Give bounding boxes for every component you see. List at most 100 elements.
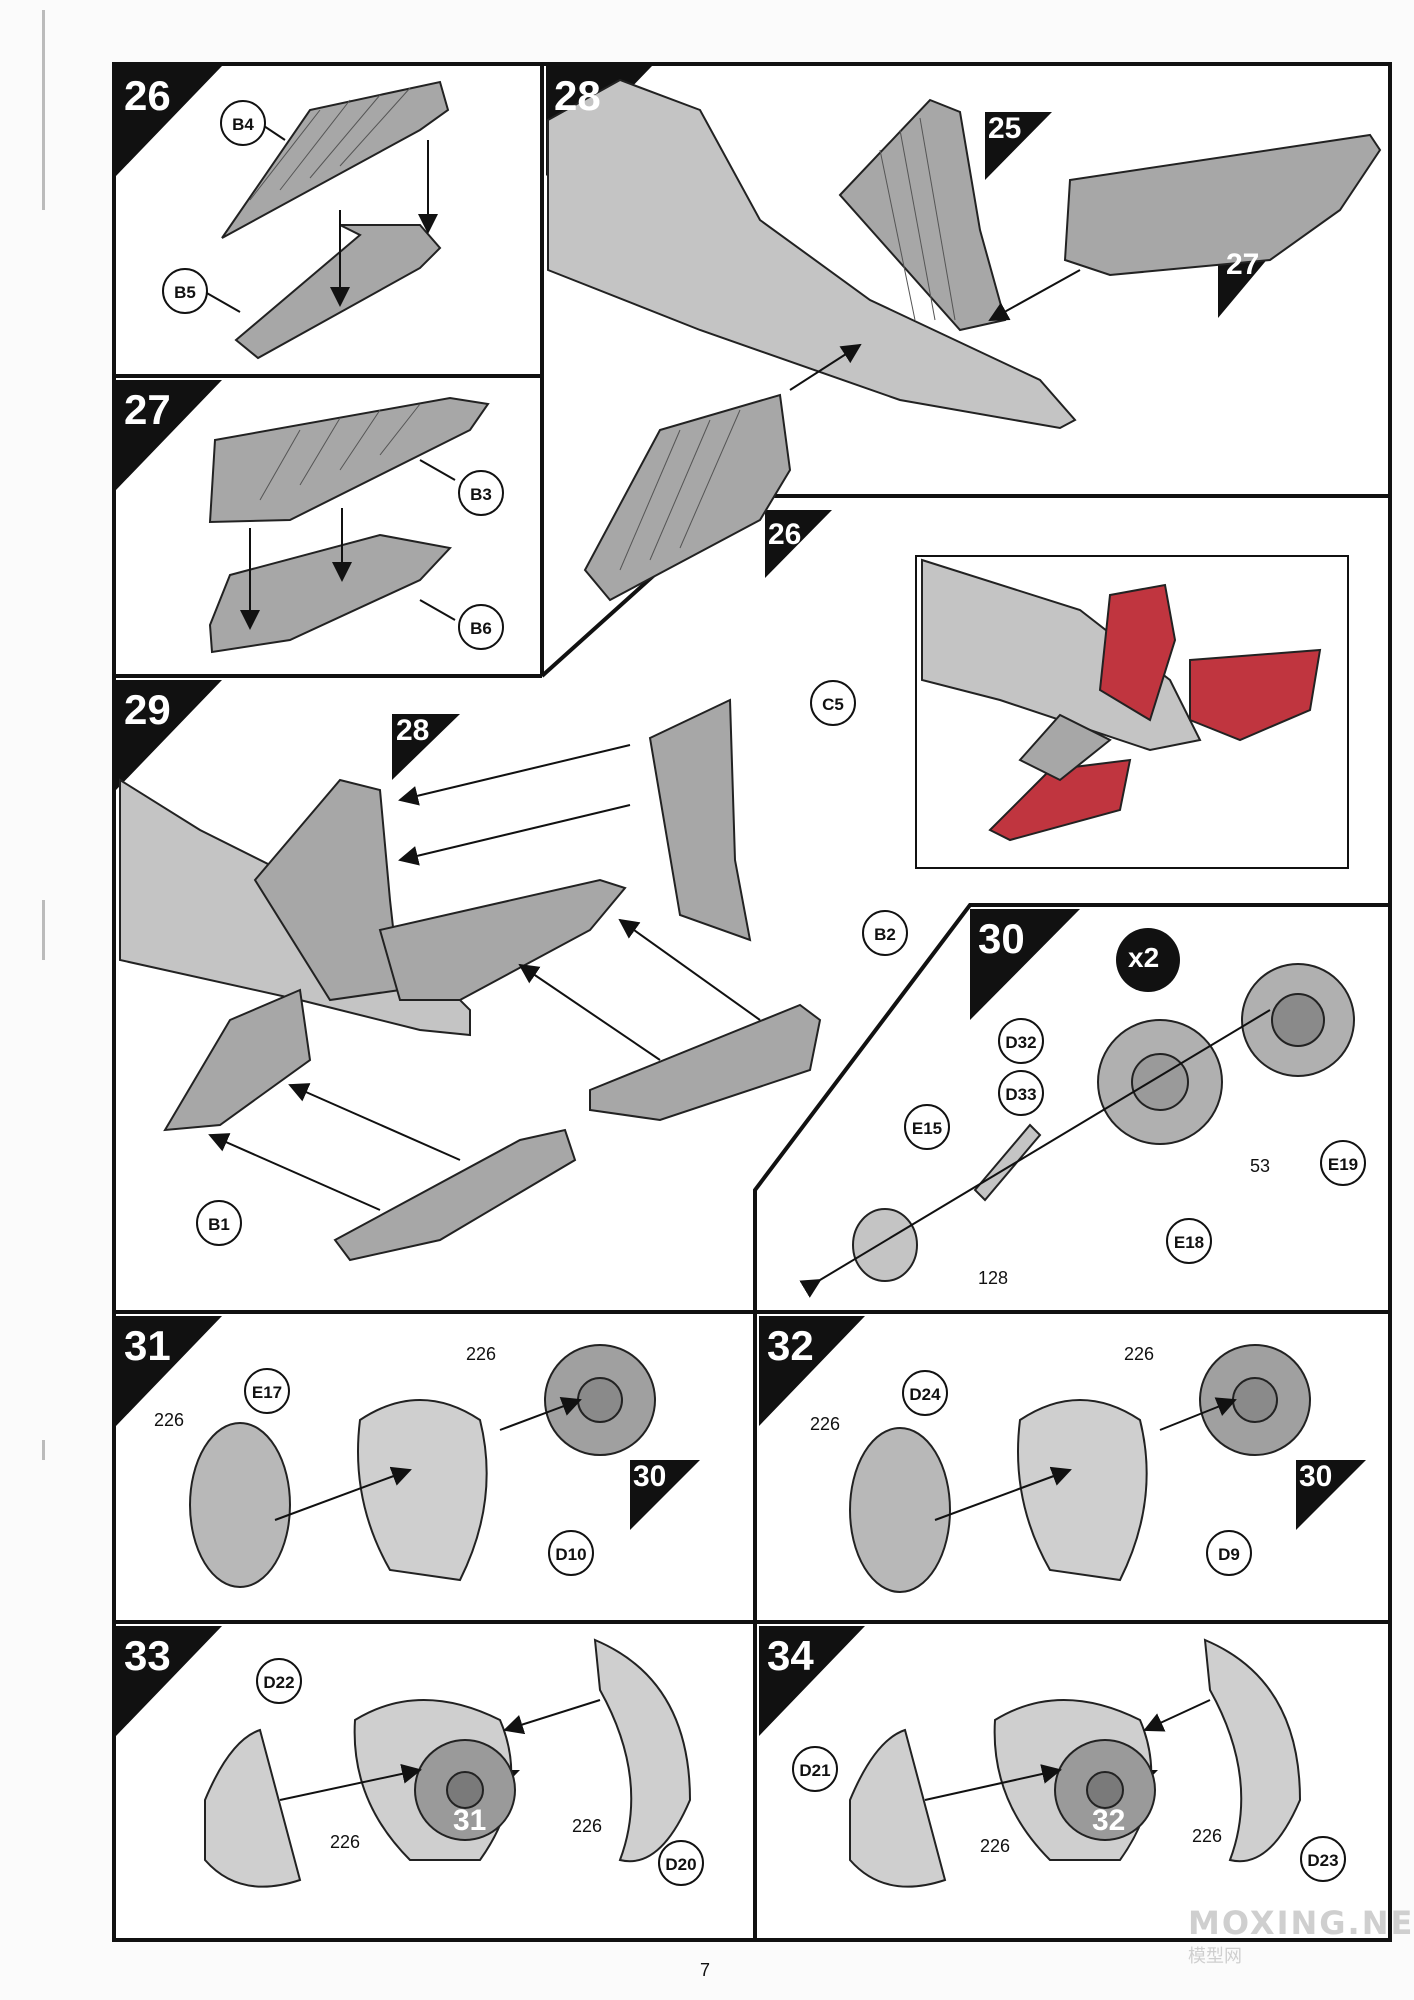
watermark: MOXING.NET xyxy=(1188,1904,1414,1942)
page-number: 7 xyxy=(700,1960,711,1980)
ref-triangle-30 xyxy=(630,1460,700,1530)
step-number-29: 29 xyxy=(124,686,171,733)
step-number-32: 32 xyxy=(767,1322,814,1369)
part-number-226-b: 226 xyxy=(466,1344,497,1364)
engine-33-shape xyxy=(414,1739,516,1841)
ref-step-32: 32 xyxy=(1092,1804,1126,1837)
part-label-d23: D23 xyxy=(1300,1836,1346,1882)
cowl-panel-d23-shape xyxy=(1203,1638,1302,1863)
part-b2-shape xyxy=(589,1003,822,1122)
part-label-d32: D32 xyxy=(998,1018,1044,1064)
panel-divider xyxy=(753,903,1392,1312)
step-number-27: 27 xyxy=(124,386,171,433)
part-e15-shape xyxy=(852,1208,918,1282)
binder-mark xyxy=(42,900,45,960)
step-number-34: 34 xyxy=(767,1632,814,1679)
fin-29 xyxy=(253,778,402,1002)
part-b6-shape xyxy=(208,533,452,654)
step-number-28: 28 xyxy=(554,72,601,119)
ref-triangle-25 xyxy=(985,112,1052,180)
inset-elevator-left-red xyxy=(988,758,1132,842)
part-d24-shape xyxy=(849,1427,951,1593)
cowl-panel-d22-shape xyxy=(204,1728,302,1888)
part-b3-shape xyxy=(208,396,490,524)
ref-triangle-30 xyxy=(1296,1460,1366,1530)
x2-badge xyxy=(1116,928,1180,992)
inset-rudder-red xyxy=(1098,583,1177,722)
part-number-226-g: 226 xyxy=(980,1836,1011,1856)
fuselage-tail-shape xyxy=(547,78,1077,430)
part-label-b1: B1 xyxy=(196,1200,242,1246)
part-b4-shape xyxy=(221,80,450,239)
part-e17-shape xyxy=(189,1422,291,1588)
ref-step-31: 31 xyxy=(453,1804,487,1837)
part-label-b2: B2 xyxy=(862,910,908,956)
part-number-128: 128 xyxy=(978,1268,1009,1288)
part-label-b4: B4 xyxy=(220,100,266,146)
part-label-b6: B6 xyxy=(458,604,504,650)
part-label-d20: D20 xyxy=(658,1840,704,1886)
step-tab-27 xyxy=(116,380,222,490)
engine-e18-shape xyxy=(1097,1019,1223,1145)
part-number-226-f: 226 xyxy=(572,1816,603,1836)
part-d33-shape xyxy=(973,1123,1042,1202)
part-label-d10: D10 xyxy=(548,1530,594,1576)
engine-32-shape xyxy=(1199,1344,1311,1456)
part-label-e17: E17 xyxy=(244,1368,290,1414)
tailplane-29-right xyxy=(378,878,627,1001)
step-number-30: 30 xyxy=(978,915,1025,962)
ref-triangle-28 xyxy=(392,714,460,780)
watermark-sub: 模型网 xyxy=(1188,1946,1242,1967)
cowling-d10-shape xyxy=(357,1399,488,1582)
step-tab-26 xyxy=(116,66,222,176)
step-tab-32 xyxy=(759,1316,865,1426)
ref-step-26: 26 xyxy=(768,518,802,551)
step-tab-34 xyxy=(759,1626,865,1736)
engine-31-shape xyxy=(544,1344,656,1456)
ref-triangle-26 xyxy=(765,510,832,578)
binder-mark xyxy=(42,1440,45,1460)
ref-step-28: 28 xyxy=(396,714,430,747)
cowl-panel-d21-shape xyxy=(849,1728,947,1888)
step-tab-30 xyxy=(970,909,1080,1020)
part-b1-shape xyxy=(333,1128,577,1262)
part-c5-shape xyxy=(648,698,752,942)
part-label-e15: E15 xyxy=(904,1104,950,1150)
inset-elevator-red xyxy=(1189,648,1322,742)
cowl-panel-d20-shape xyxy=(593,1638,692,1863)
part-label-e18: E18 xyxy=(1166,1218,1212,1264)
part-number-226-a: 226 xyxy=(154,1410,185,1430)
binder-mark xyxy=(42,10,45,210)
step-number-33: 33 xyxy=(124,1632,171,1679)
engine-34-shape xyxy=(1054,1739,1156,1841)
part-number-226-c: 226 xyxy=(810,1414,841,1434)
tailplane-left-shape xyxy=(583,393,792,602)
part-label-d33: D33 xyxy=(998,1070,1044,1116)
part-label-d9: D9 xyxy=(1206,1530,1252,1576)
ref-step-27: 27 xyxy=(1226,248,1260,281)
part-number-226-h: 226 xyxy=(1192,1826,1223,1846)
cowling-d9-shape xyxy=(1017,1399,1148,1582)
part-label-d22: D22 xyxy=(256,1658,302,1704)
part-label-b3: B3 xyxy=(458,470,504,516)
part-number-53: 53 xyxy=(1250,1156,1271,1176)
part-number-226-e: 226 xyxy=(330,1832,361,1852)
ref-step-25: 25 xyxy=(988,112,1022,145)
part-b5-shape xyxy=(234,224,442,360)
ref-step-30-a: 30 xyxy=(633,1460,667,1493)
step-number-26: 26 xyxy=(124,72,171,119)
part-label-c5: C5 xyxy=(810,680,856,726)
step-tab-29 xyxy=(116,680,222,790)
part-number-226-d: 226 xyxy=(1124,1344,1155,1364)
step-number-31: 31 xyxy=(124,1322,171,1369)
ref-step-30-b: 30 xyxy=(1299,1460,1333,1493)
part-label-e19: E19 xyxy=(1320,1140,1366,1186)
part-label-d21: D21 xyxy=(792,1746,838,1792)
part-label-b5: B5 xyxy=(162,268,208,314)
step-tab-33 xyxy=(116,1626,222,1736)
multiplier-x2: x2 xyxy=(1128,942,1160,973)
tailplane-right-shape xyxy=(1063,133,1382,277)
engine-e19-shape xyxy=(1241,963,1355,1077)
tailplane-29-left xyxy=(163,988,312,1132)
